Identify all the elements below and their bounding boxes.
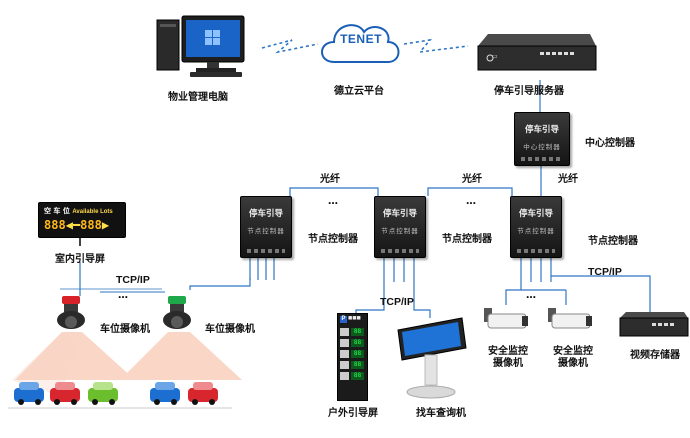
arrow-left-icon: ◀━	[65, 218, 81, 232]
label-tcpip-right: TCP/IP	[588, 266, 622, 278]
video-recorder-icon	[619, 312, 689, 337]
sign-digits-left: 888	[44, 218, 66, 232]
pillar-row: 88	[340, 328, 364, 336]
cloud-logo: TENET	[340, 32, 382, 46]
property-pc-icon	[156, 15, 245, 77]
controller-subtitle: 中心控制器	[523, 143, 561, 151]
parked-cars	[8, 382, 232, 409]
sign-en-text: Available Lots	[72, 209, 113, 215]
bay-camera-right-icon	[163, 296, 191, 329]
label-property-pc: 物业管理电脑	[168, 92, 228, 103]
label-fiber-2: 光纤	[462, 174, 482, 185]
label-central-controller: 中心控制器	[585, 138, 635, 149]
label-tcpip-left: TCP/IP	[116, 274, 150, 286]
label-tcpip-middle: TCP/IP	[380, 296, 414, 308]
sign-header: 空 车 位 Available Lots	[44, 206, 113, 216]
controller-title: 停车引导	[382, 209, 417, 219]
controller-title: 停车引导	[524, 125, 559, 135]
arrow-right-icon: ▶	[101, 218, 110, 232]
label-security-camera-right: 安全监控 摄像机	[553, 346, 593, 369]
label-cloud-platform: 德立云平台	[334, 86, 384, 97]
controller-ports	[381, 249, 419, 253]
controller-ports	[517, 249, 555, 253]
pillar-row: 88	[340, 372, 364, 380]
sign-cn-text: 空 车 位	[44, 207, 70, 215]
label-indoor-screen: 室内引导屏	[55, 254, 105, 265]
outdoor-guide-screen-device: P ■■■ 88 88 88 88 88	[337, 313, 368, 401]
bay-camera-left-icon	[57, 296, 85, 329]
link-lines	[60, 38, 651, 318]
parking-server-icon	[477, 34, 597, 71]
ellipsis-2: …	[466, 196, 476, 207]
label-node-controller-1: 节点控制器	[308, 234, 358, 245]
controller-ports	[521, 157, 563, 161]
controller-subtitle: 节点控制器	[247, 227, 285, 235]
controller-title: 停车引导	[518, 209, 553, 219]
controller-ports	[247, 249, 285, 253]
sign-digits: 888◀━888▶	[44, 218, 109, 232]
server-logo-icon: ▭	[492, 53, 498, 60]
label-parking-server: 停车引导服务器	[494, 86, 564, 97]
indoor-guide-sign: 空 车 位 Available Lots 888◀━888▶	[38, 202, 126, 238]
central-controller-device: 停车引导 中心控制器	[514, 112, 570, 166]
ellipsis-4: …	[526, 290, 536, 301]
label-car-finder-kiosk: 找车查询机	[416, 408, 466, 419]
bay-camera-cones	[12, 332, 242, 396]
label-node-controller-2: 节点控制器	[442, 234, 492, 245]
ellipsis-1: …	[328, 196, 338, 207]
security-camera-right-icon	[548, 308, 592, 329]
label-bay-camera-right: 车位摄像机	[205, 324, 255, 335]
node-controller-1: 停车引导 节点控制器	[240, 196, 292, 258]
parking-p-icon: P	[340, 316, 347, 323]
ellipsis-3: …	[118, 290, 128, 301]
node-controller-2: 停车引导 节点控制器	[374, 196, 426, 258]
node-controller-3: 停车引导 节点控制器	[510, 196, 562, 258]
pillar-row: 88	[340, 361, 364, 369]
security-camera-left-icon	[484, 308, 528, 329]
pillar-row: 88	[340, 350, 364, 358]
label-fiber-1: 光纤	[320, 174, 340, 185]
pillar-row: 88	[340, 339, 364, 347]
label-security-camera-left: 安全监控 摄像机	[488, 346, 528, 369]
label-video-recorder: 视频存储器	[630, 350, 680, 361]
car-finder-kiosk-icon	[397, 317, 467, 399]
label-outdoor-screen: 户外引导屏	[328, 408, 378, 419]
pillar-header-icon: ■■■	[348, 316, 361, 321]
label-fiber-3: 光纤	[558, 174, 578, 185]
label-bay-camera-left: 车位摄像机	[100, 324, 150, 335]
controller-title: 停车引导	[248, 209, 283, 219]
sign-digits-right: 888	[80, 218, 102, 232]
cloud-icon	[321, 24, 400, 63]
label-node-controller-3: 节点控制器	[588, 236, 638, 247]
controller-subtitle: 节点控制器	[381, 227, 419, 235]
controller-subtitle: 节点控制器	[517, 227, 555, 235]
